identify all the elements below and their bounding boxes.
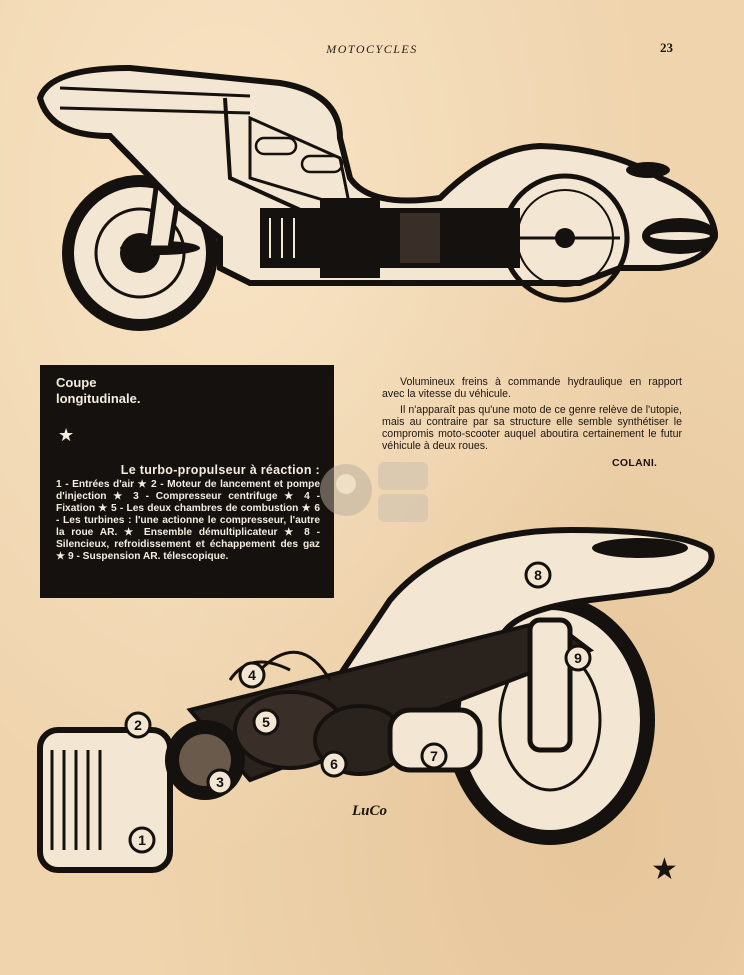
caption-legend: 1 - Entrées d'air ★ 2 - Moteur de lancem… bbox=[56, 479, 320, 562]
article-paragraph: Volumineux freins à commande hydraulique… bbox=[382, 376, 682, 400]
svg-text:2: 2 bbox=[134, 717, 142, 733]
svg-text:9: 9 bbox=[574, 650, 582, 666]
svg-text:4: 4 bbox=[248, 667, 256, 683]
engine-drawing bbox=[37, 650, 483, 873]
callout-markers: 1 2 3 4 5 6 7 8 9 bbox=[124, 561, 592, 854]
svg-text:6: 6 bbox=[330, 756, 338, 772]
callout-5: 5 bbox=[252, 708, 280, 736]
watermark-logo-icon bbox=[320, 462, 428, 522]
svg-text:5: 5 bbox=[262, 714, 270, 730]
running-title: MOTOCYCLES bbox=[326, 42, 418, 56]
callout-4: 4 bbox=[238, 661, 266, 689]
caption-heading: Le turbo-propulseur à réaction : bbox=[120, 463, 320, 477]
turbo-propulsion-cutaway-illustration: 1 2 3 4 5 6 7 8 9 bbox=[37, 526, 715, 873]
callout-7: 7 bbox=[420, 742, 448, 770]
caption-title: Coupe longitudinale. bbox=[56, 375, 141, 406]
artist-signature: LuCo bbox=[352, 803, 388, 819]
author-signature: COLANI. bbox=[612, 457, 658, 469]
callout-2: 2 bbox=[124, 711, 152, 739]
star-icon: ★ bbox=[651, 853, 678, 886]
callout-6: 6 bbox=[320, 750, 348, 778]
svg-text:8: 8 bbox=[534, 567, 542, 583]
callout-3: 3 bbox=[206, 768, 234, 796]
article-paragraph: Il n'apparaît pas qu'une moto de ce genr… bbox=[382, 404, 682, 452]
page-number: 23 bbox=[660, 40, 673, 55]
svg-text:7: 7 bbox=[430, 748, 438, 764]
star-icon: ★ bbox=[58, 425, 75, 445]
callout-9: 9 bbox=[564, 644, 592, 672]
rear-wheel-drawing bbox=[500, 173, 630, 303]
callout-1: 1 bbox=[128, 826, 156, 854]
svg-text:1: 1 bbox=[138, 832, 146, 848]
article-text: Volumineux freins à commande hydraulique… bbox=[382, 376, 682, 452]
svg-text:3: 3 bbox=[216, 774, 224, 790]
caption-box: Coupe longitudinale. ★ Le turbo-propulse… bbox=[40, 365, 334, 598]
callout-8: 8 bbox=[524, 561, 552, 589]
engine-drawing bbox=[260, 198, 520, 278]
longitudinal-section-illustration bbox=[36, 64, 719, 331]
